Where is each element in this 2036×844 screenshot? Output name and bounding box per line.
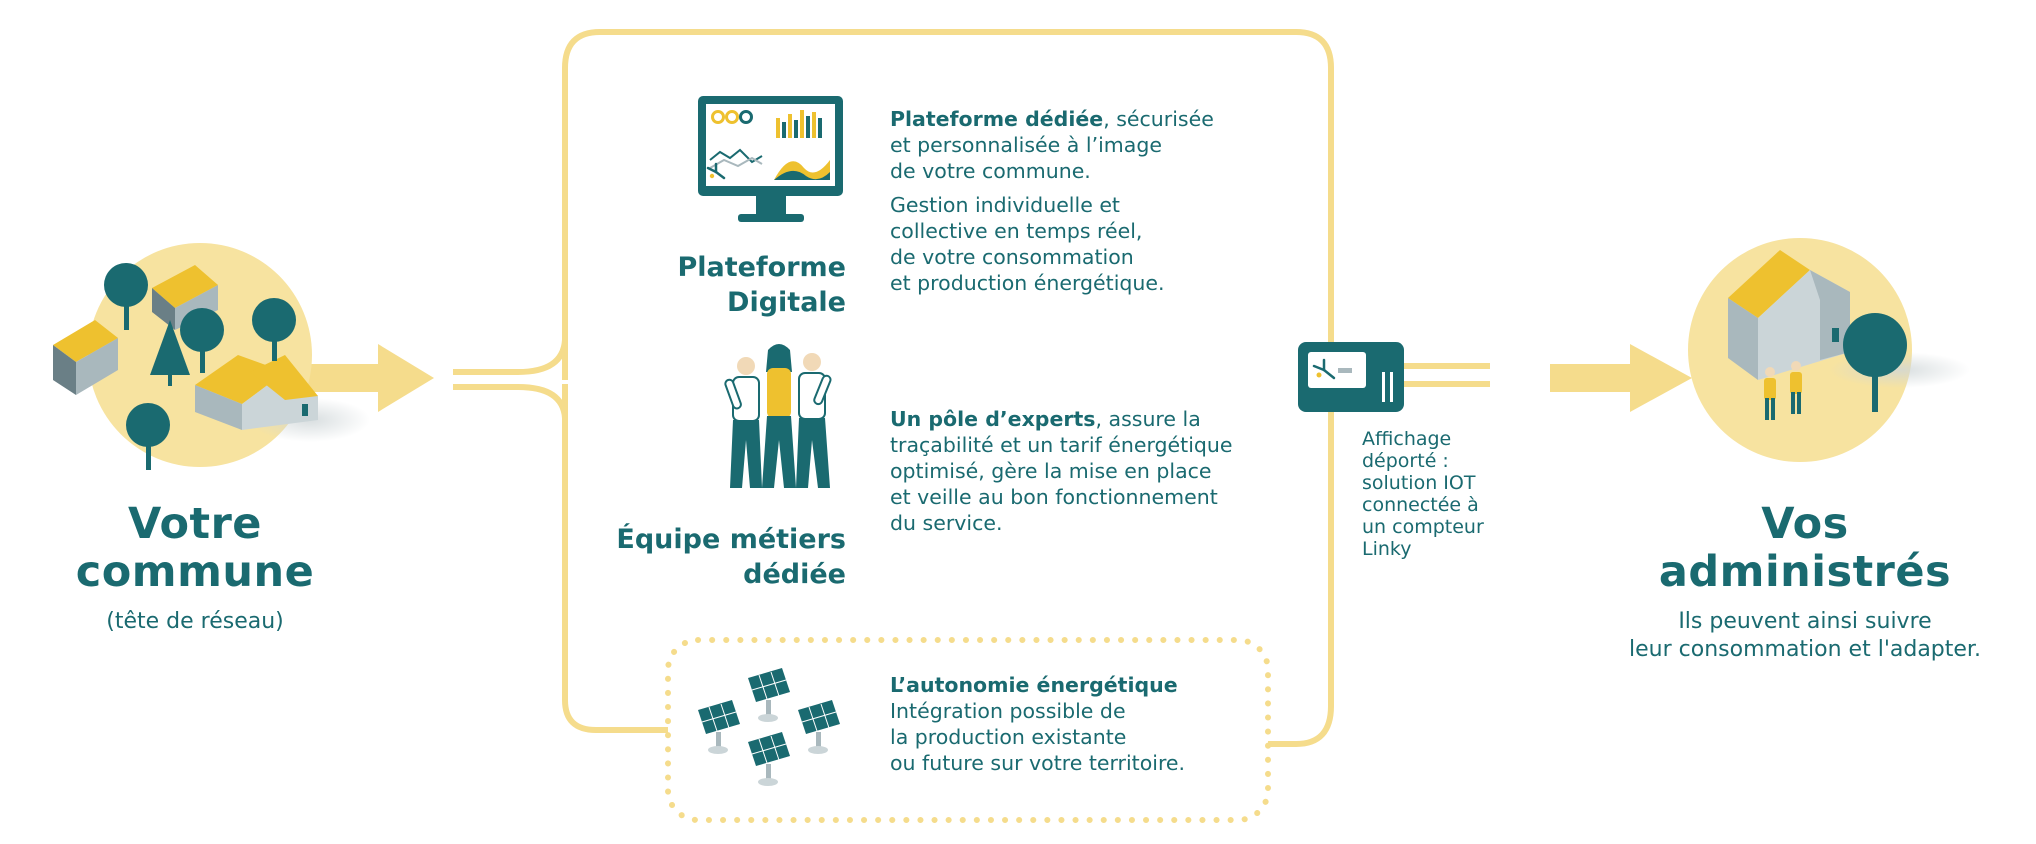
autonomy-line2: la production existante bbox=[890, 725, 1127, 749]
platform-desc2-line4: et production énergétique. bbox=[890, 271, 1165, 295]
residents-title-line2: administrés bbox=[1658, 547, 1952, 597]
central-connector-bottom-left bbox=[562, 384, 668, 733]
commune-title-line2: commune bbox=[75, 547, 315, 597]
team-desc-line2: traçabilité et un tarif énergétique bbox=[890, 433, 1233, 457]
iot-line3: solution IOT bbox=[1362, 472, 1476, 494]
residents-subtitle-line2: leur consommation et l'adapter. bbox=[1629, 637, 1981, 662]
iot-meter-device-icon bbox=[1298, 342, 1404, 412]
left-arrow bbox=[300, 344, 434, 412]
autonomy-title: L’autonomie énergétique bbox=[890, 673, 1178, 697]
team-desc-line3: optimisé, gère la mise en place bbox=[890, 459, 1212, 483]
residents-subtitle-line1: Ils peuvent ainsi suivre bbox=[1678, 609, 1932, 634]
team-desc-rest: , assure la bbox=[1095, 407, 1201, 431]
platform-description: Plateforme dédiée, sécurisée et personna… bbox=[890, 106, 1310, 296]
platform-title-line1: Plateforme bbox=[677, 252, 846, 283]
platform-title-line2: Digitale bbox=[727, 287, 846, 318]
team-desc-line5: du service. bbox=[890, 511, 1003, 535]
team-title-line1: Équipe métiers bbox=[616, 524, 846, 555]
platform-desc2-line2: collective en temps réel, bbox=[890, 219, 1143, 243]
right-double-connector bbox=[1402, 363, 1490, 387]
team-desc-bold: Un pôle d’experts bbox=[890, 407, 1096, 431]
residents-title-line1: Vos bbox=[1761, 499, 1849, 549]
platform-desc-line2: et personnalisée à l’image bbox=[890, 133, 1162, 157]
platform-desc-rest: , sécurisée bbox=[1103, 107, 1214, 131]
autonomy-dotted-frame bbox=[665, 637, 1271, 823]
team-title-line2: dédiée bbox=[743, 559, 846, 590]
team-people-icon bbox=[724, 344, 832, 488]
left-junction-connector bbox=[453, 339, 568, 419]
town-illustration bbox=[53, 243, 370, 470]
team-description: Un pôle d’experts, assure la traçabilité… bbox=[890, 406, 1310, 536]
platform-desc-bold: Plateforme dédiée bbox=[890, 107, 1104, 131]
commune-title: Votre commune bbox=[70, 500, 320, 596]
iot-line2: déporté : bbox=[1362, 450, 1449, 472]
monitor-dashboard-icon bbox=[698, 96, 843, 222]
commune-subtitle: (tête de réseau) bbox=[106, 609, 284, 634]
residents-title: Vos administrés bbox=[1640, 500, 1970, 596]
autonomy-description: L’autonomie énergétique Intégration poss… bbox=[890, 672, 1250, 776]
central-connector-frame bbox=[562, 29, 1334, 747]
iot-caption: Affichage déporté : solution IOT connect… bbox=[1362, 428, 1522, 560]
right-arrow bbox=[1550, 344, 1692, 412]
iot-line6: Linky bbox=[1362, 538, 1412, 560]
platform-desc-line3: de votre commune. bbox=[890, 159, 1091, 183]
iot-line5: un compteur bbox=[1362, 516, 1484, 538]
residents-illustration bbox=[1688, 238, 1970, 462]
platform-title: Plateforme Digitale bbox=[590, 250, 846, 320]
team-desc-line4: et veille au bon fonctionnement bbox=[890, 485, 1218, 509]
residents-subtitle: Ils peuvent ainsi suivre leur consommati… bbox=[1580, 608, 2030, 664]
autonomy-line3: ou future sur votre territoire. bbox=[890, 751, 1186, 775]
commune-title-line1: Votre bbox=[128, 499, 262, 549]
solar-panels-icon bbox=[698, 668, 840, 786]
iot-line4: connectée à bbox=[1362, 494, 1479, 516]
team-title: Équipe métiers dédiée bbox=[560, 522, 846, 592]
platform-desc2-line3: de votre consommation bbox=[890, 245, 1134, 269]
platform-desc2-line1: Gestion individuelle et bbox=[890, 193, 1120, 217]
autonomy-line1: Intégration possible de bbox=[890, 699, 1126, 723]
iot-line1: Affichage bbox=[1362, 428, 1452, 450]
